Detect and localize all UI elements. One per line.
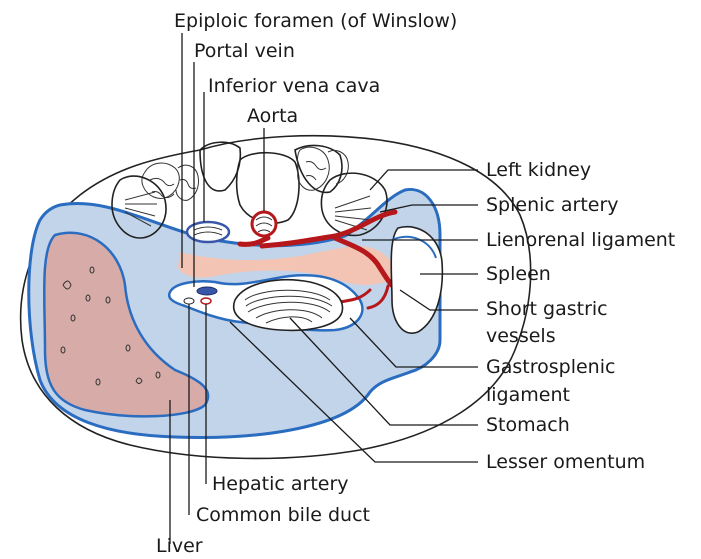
- inferior-vena-cava: [187, 222, 229, 242]
- label-lesser-omentum: Lesser omentum: [486, 451, 645, 473]
- label-hepatic-artery: Hepatic artery: [212, 473, 349, 495]
- label-gastrosplenic-line2: ligament: [486, 384, 570, 406]
- label-common-bile-duct: Common bile duct: [196, 504, 370, 526]
- label-spleen: Spleen: [486, 263, 551, 285]
- label-epiploic-foramen: Epiploic foramen (of Winslow): [174, 10, 457, 32]
- label-splenic-artery: Splenic artery: [486, 194, 619, 216]
- label-stomach: Stomach: [486, 414, 570, 436]
- common-bile-duct-lumen: [184, 298, 194, 304]
- label-portal-vein: Portal vein: [194, 40, 295, 62]
- label-inferior-vena-cava: Inferior vena cava: [208, 75, 380, 97]
- label-liver: Liver: [156, 535, 203, 557]
- hepatic-artery-lumen: [201, 298, 211, 304]
- spine-vertebra: [200, 142, 342, 223]
- label-left-kidney: Left kidney: [486, 159, 591, 181]
- portal-vein: [197, 287, 217, 295]
- label-gastrosplenic-line1: Gastrosplenic: [486, 356, 615, 378]
- stomach: [234, 280, 343, 331]
- label-short-gastric-line2: vessels: [486, 325, 556, 347]
- label-aorta: Aorta: [247, 105, 298, 127]
- label-lienorenal-ligament: Lienorenal ligament: [486, 229, 675, 251]
- aorta: [252, 212, 276, 236]
- label-short-gastric-line1: Short gastric: [486, 298, 608, 320]
